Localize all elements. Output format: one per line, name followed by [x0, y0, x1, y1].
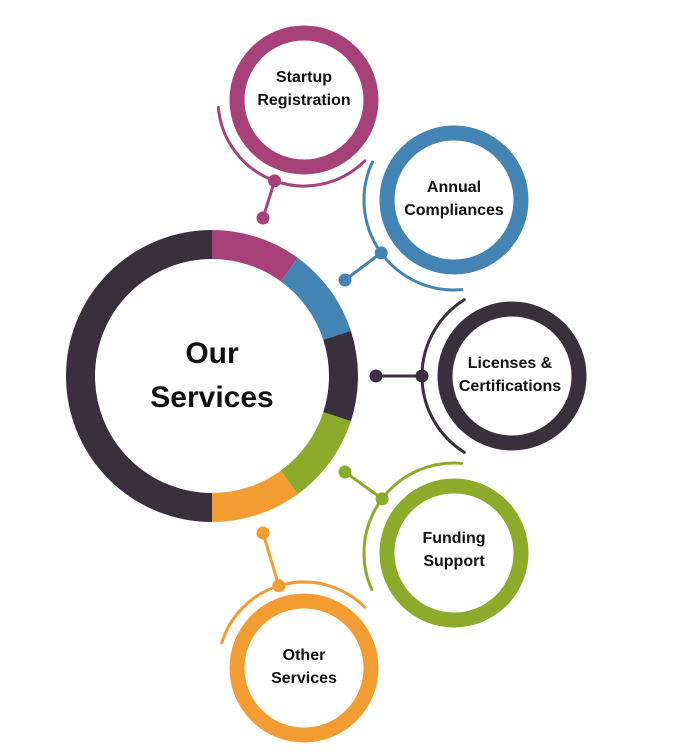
service-label-line1: Other: [282, 647, 326, 664]
service-startup-registration[interactable]: Startup Registration: [257, 66, 350, 112]
service-label-line1: Funding: [422, 530, 486, 547]
service-ring: [437, 301, 587, 451]
service-ring: [229, 25, 379, 175]
service-label-line1: Annual: [426, 179, 482, 196]
main-ring-segment: [66, 230, 213, 522]
service-label-line2: Support: [423, 553, 485, 570]
connector-line: [344, 470, 384, 501]
service-label-line1: Licenses &: [467, 355, 553, 372]
main-ring-segment: [323, 330, 358, 422]
service-other-services[interactable]: Other Services: [271, 644, 337, 690]
connector-dot: [369, 369, 383, 383]
connector-dot: [338, 465, 352, 479]
main-ring-segment: [280, 411, 351, 495]
service-label-line2: Certifications: [458, 378, 562, 395]
center-title-line1: Our: [185, 337, 239, 370]
service-ring: [379, 478, 529, 628]
service-annual-compliances[interactable]: Annual Compliances: [404, 176, 504, 222]
center-title: Our Services: [150, 332, 273, 420]
main-ring-segment: [280, 257, 351, 341]
service-funding-support[interactable]: Funding Support: [422, 527, 485, 573]
main-ring-segment: [211, 470, 298, 522]
service-label-line2: Services: [271, 670, 337, 687]
connector-dot: [374, 246, 388, 260]
connector-dot: [272, 579, 286, 593]
main-ring-segment: [211, 230, 298, 282]
service-label-line2: Compliances: [404, 202, 504, 219]
connector-dot: [256, 211, 270, 225]
connector-dot: [268, 174, 282, 188]
connector-dot: [338, 273, 352, 287]
connector-dot: [375, 492, 389, 506]
service-licenses-certifications[interactable]: Licenses & Certifications: [459, 352, 561, 398]
connector-dot: [256, 526, 270, 540]
service-ring: [379, 125, 529, 275]
service-label-line1: Startup: [276, 69, 332, 86]
center-title-line2: Services: [150, 381, 274, 414]
service-label-line2: Registration: [257, 92, 351, 109]
service-ring: [229, 593, 379, 743]
connector-dot: [415, 369, 429, 383]
connector-line: [344, 251, 383, 282]
connector-line: [261, 532, 281, 587]
